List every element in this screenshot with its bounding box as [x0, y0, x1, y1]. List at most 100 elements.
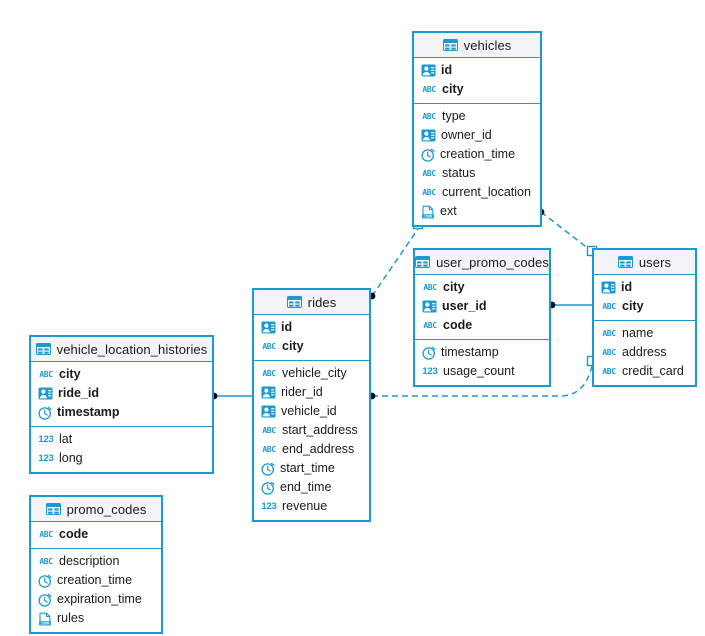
column-row[interactable]: owner_id: [414, 126, 540, 145]
relationship-line: [371, 228, 419, 297]
123-number-icon: 123: [422, 365, 438, 377]
column-name: city: [59, 367, 81, 382]
column-row-primary-key[interactable]: user_id: [415, 297, 549, 316]
column-row-primary-key[interactable]: id: [254, 318, 369, 337]
column-name: end_address: [282, 442, 355, 457]
column-section: timestamp 123 usage_count: [415, 340, 549, 385]
entity-header-users[interactable]: users: [594, 250, 695, 275]
abc-string-icon: ABC: [422, 112, 436, 121]
column-name: vehicle_id: [281, 404, 337, 419]
entity-header-vehicles[interactable]: vehicles: [414, 33, 540, 58]
column-row[interactable]: 123 usage_count: [415, 362, 549, 381]
abc-string-icon: ABC: [262, 426, 276, 435]
column-row[interactable]: 123 lat: [31, 430, 212, 449]
column-row[interactable]: expiration_time: [31, 590, 161, 609]
svg-text:JSON: JSON: [41, 621, 50, 625]
column-row[interactable]: ABC start_address: [254, 421, 369, 440]
column-name: id: [621, 280, 633, 295]
entity-header-vehicle_location_histories[interactable]: vehicle_location_histories: [31, 337, 212, 362]
abc-string-icon: ABC: [602, 302, 616, 311]
column-row-primary-key[interactable]: id: [414, 61, 540, 80]
column-name: id: [441, 63, 453, 78]
entity-header-rides[interactable]: rides: [254, 290, 369, 315]
id-card-icon: [261, 405, 276, 418]
table-grid-icon: [442, 39, 458, 51]
abc-string-icon: ABC: [39, 530, 53, 539]
entity-header-promo_codes[interactable]: promo_codes: [31, 497, 161, 522]
column-name: usage_count: [443, 364, 515, 379]
column-name: creation_time: [440, 147, 516, 162]
column-row[interactable]: creation_time: [31, 571, 161, 590]
column-name: owner_id: [441, 128, 492, 143]
table-grid-icon: [35, 343, 51, 355]
entity-title: users: [638, 254, 672, 270]
column-row[interactable]: timestamp: [415, 343, 549, 362]
column-row-primary-key[interactable]: ABC city: [31, 365, 212, 384]
column-row[interactable]: creation_time: [414, 145, 540, 164]
entity-header-user_promo_codes[interactable]: user_promo_codes: [415, 250, 549, 275]
column-name: start_address: [282, 423, 358, 438]
id-card-icon: [261, 386, 276, 399]
column-row-primary-key[interactable]: ride_id: [31, 384, 212, 403]
column-row[interactable]: ABC description: [31, 552, 161, 571]
abc-string-icon: ABC: [423, 321, 437, 330]
column-row[interactable]: 123 revenue: [254, 497, 369, 516]
clock-timestamp-icon: [421, 148, 435, 162]
entity-title: user_promo_codes: [436, 254, 549, 270]
column-row[interactable]: vehicle_id: [254, 402, 369, 421]
column-row[interactable]: ABC end_address: [254, 440, 369, 459]
column-name: code: [443, 318, 473, 333]
column-name: current_location: [442, 185, 531, 200]
abc-string-icon: ABC: [262, 445, 276, 454]
123-number-icon: 123: [38, 433, 54, 445]
column-row[interactable]: rider_id: [254, 383, 369, 402]
123-number-icon: 123: [261, 500, 277, 512]
column-row[interactable]: end_time: [254, 478, 369, 497]
column-name: revenue: [282, 499, 328, 514]
column-name: creation_time: [57, 573, 133, 588]
column-name: credit_card: [622, 364, 684, 379]
column-row[interactable]: start_time: [254, 459, 369, 478]
column-name: vehicle_city: [282, 366, 347, 381]
column-row-primary-key[interactable]: timestamp: [31, 403, 212, 422]
entity-title: vehicle_location_histories: [56, 341, 208, 357]
column-name: start_time: [280, 461, 335, 476]
table-grid-icon: [286, 296, 302, 308]
column-row-primary-key[interactable]: ABC code: [415, 316, 549, 335]
abc-string-icon: ABC: [39, 370, 53, 379]
abc-string-icon: ABC: [39, 557, 53, 566]
column-name: lat: [59, 432, 73, 447]
clock-timestamp-icon: [38, 593, 52, 607]
column-name: id: [281, 320, 293, 335]
column-name: description: [59, 554, 120, 569]
column-row-primary-key[interactable]: id: [594, 278, 695, 297]
abc-string-icon: ABC: [422, 169, 436, 178]
id-card-icon: [38, 387, 53, 400]
abc-string-icon: ABC: [602, 329, 616, 338]
